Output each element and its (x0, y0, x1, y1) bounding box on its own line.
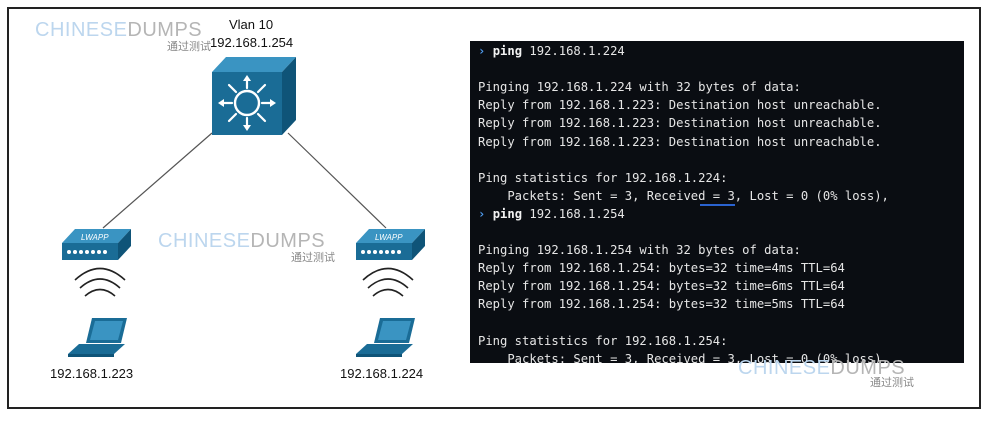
terminal-line: Packets: Sent = 3, Received = 3, Lost = … (478, 188, 889, 203)
prompt-command: ping (492, 44, 523, 58)
terminal-line: Pinging 192.168.1.224 with 32 bytes of d… (478, 80, 801, 95)
prompt-argument: 192.168.1.224 (522, 44, 625, 58)
terminal-line: Reply from 192.168.1.223: Destination ho… (478, 134, 882, 149)
host-left-ip: 192.168.1.223 (50, 366, 134, 381)
watermark: CHINESEDUMPS 通过测试 (158, 230, 335, 264)
terminal-line: Reply from 192.168.1.223: Destination ho… (478, 98, 882, 113)
terminal-line: Packets: Sent = 3, Received = 3, Lost = … (478, 351, 889, 363)
access-point-icon: LWAPP (356, 229, 425, 260)
wifi-signal-icon (362, 267, 414, 297)
terminal-line: Reply from 192.168.1.254: bytes=32 time=… (478, 279, 845, 294)
terminal-line: Ping statistics for 192.168.1.224: (478, 170, 728, 185)
switch-ip-label: 192.168.1.254 (210, 35, 294, 50)
watermark: CHINESEDUMPS 通过测试 (35, 19, 211, 53)
laptop-icon (68, 318, 127, 357)
watermark-part2: DUMPS (250, 230, 326, 252)
watermark-sub: 通过测试 (870, 377, 914, 389)
access-point-icon: LWAPP (62, 229, 131, 260)
watermark-part1: CHINESE (35, 19, 128, 41)
terminal-prompt-line: › ping 192.168.1.254 (478, 208, 625, 220)
cursor-underline (700, 203, 735, 206)
laptop-icon (356, 318, 415, 357)
watermark-part2: DUMPS (830, 357, 906, 379)
ap-label-left: LWAPP (81, 233, 109, 242)
terminal-line: Reply from 192.168.1.254: bytes=32 time=… (478, 297, 845, 312)
prompt-argument: 192.168.1.254 (522, 206, 625, 221)
terminal-line: Reply from 192.168.1.254: bytes=32 time=… (478, 261, 845, 276)
watermark-part1: CHINESE (738, 357, 831, 379)
prompt-command: ping (492, 206, 523, 221)
link-switch-to-left-ap (102, 132, 213, 229)
terminal-line: Ping statistics for 192.168.1.254: (478, 333, 728, 348)
prompt-arrow-icon: › (478, 206, 486, 221)
watermark-sub: 通过测试 (291, 252, 335, 264)
watermark-part2: DUMPS (127, 19, 203, 41)
watermark-sub: 通过测试 (167, 41, 211, 53)
layer3-switch-icon (212, 57, 296, 135)
terminal-line: Pinging 192.168.1.254 with 32 bytes of d… (478, 243, 801, 258)
watermark-part1: CHINESE (158, 230, 251, 252)
ap-label-right: LWAPP (375, 233, 403, 242)
switch-vlan-label: Vlan 10 (229, 17, 274, 32)
host-right-ip: 192.168.1.224 (340, 366, 424, 381)
wifi-signal-icon (74, 267, 126, 297)
link-switch-to-right-ap (287, 132, 387, 229)
watermark: CHINESEDUMPS 通过测试 (738, 357, 914, 389)
terminal-line: Reply from 192.168.1.223: Destination ho… (478, 116, 882, 131)
prompt-arrow-icon: › (478, 44, 486, 58)
terminal-prompt-line: › ping 192.168.1.224 (478, 45, 625, 57)
